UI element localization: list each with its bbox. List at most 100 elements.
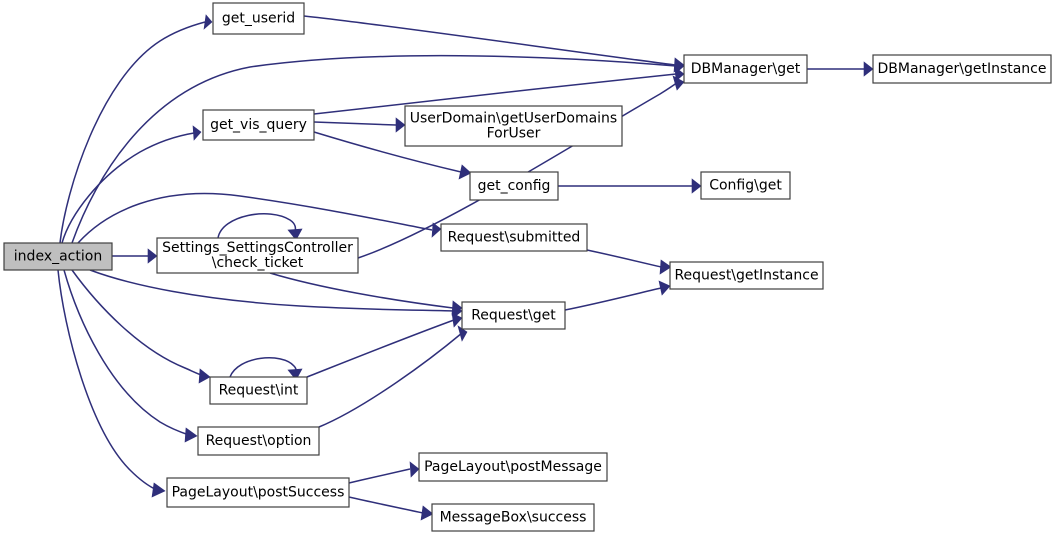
node-pagelayout_postsuccess[interactable]: PageLayout\postSuccess (166, 477, 350, 508)
call-edge-get_vis_query-to-userdomain_getuserdomainsforuser (313, 117, 406, 133)
arrowhead-icon (184, 427, 198, 443)
node-label: Request\submitted (448, 230, 581, 246)
node-box[interactable] (872, 54, 1052, 84)
edge-line (57, 269, 158, 491)
edge-line (348, 468, 411, 484)
node-box[interactable] (683, 54, 808, 84)
arrowhead-icon (659, 259, 672, 275)
edge-line (89, 269, 454, 312)
arrowhead-icon (409, 461, 420, 478)
edge-line (303, 15, 676, 66)
call-edge-index_action-to-get_userid (59, 14, 213, 244)
edge-line (269, 272, 454, 309)
node-box[interactable] (3, 242, 113, 271)
call-edge-get_userid-to-dbmanager_get (303, 15, 685, 73)
edge-line (313, 121, 397, 126)
node-label: UserDomain\getUserDomains (410, 111, 617, 127)
node-box[interactable] (431, 503, 595, 532)
edge-line (348, 496, 424, 514)
node-request_getinstance[interactable]: Request\getInstance (669, 261, 824, 290)
node-box[interactable] (440, 223, 588, 252)
node-label: \check_ticket (212, 255, 304, 271)
call-edge-pagelayout_postsuccess-to-messagebox_success (348, 496, 434, 521)
call-edge-index_action-to-request_option (63, 269, 198, 443)
node-box[interactable] (404, 105, 623, 147)
call-edge-pagelayout_postsuccess-to-pagelayout_postmessage (348, 461, 420, 484)
node-label: PageLayout\postMessage (424, 459, 602, 475)
edge-line (59, 21, 206, 244)
node-box[interactable] (418, 452, 608, 482)
call-edge-index_action-to-get_vis_query (61, 125, 202, 244)
call-edge-dbmanager_get-to-dbmanager_getinstance (807, 61, 874, 77)
node-config_get[interactable]: Config\get (700, 171, 791, 200)
node-box[interactable] (156, 237, 359, 274)
node-request_option[interactable]: Request\option (197, 426, 320, 456)
call-edge-request_get-to-request_getinstance (564, 280, 671, 311)
node-label: PageLayout\postSuccess (172, 485, 345, 501)
arrowhead-icon (458, 164, 472, 180)
call-edge-get_config-to-config_get (558, 178, 702, 194)
node-box[interactable] (212, 2, 305, 35)
node-box[interactable] (461, 301, 566, 330)
call-edge-request_option-to-request_get (318, 325, 468, 428)
node-get_config[interactable]: get_config (469, 171, 559, 201)
node-box[interactable] (166, 477, 350, 508)
arrowhead-icon (203, 14, 213, 30)
node-box[interactable] (700, 171, 791, 200)
node-pagelayout_postmessage[interactable]: PageLayout\postMessage (418, 452, 608, 482)
call-edge-index_action-to-dbmanager_get (71, 54, 685, 244)
node-get_vis_query[interactable]: get_vis_query (202, 109, 315, 141)
edge-line (306, 319, 455, 378)
node-box[interactable] (669, 261, 824, 290)
edge-line (217, 213, 297, 239)
call-edge-settings_check_ticket-to-settings_check_ticket (217, 213, 303, 241)
node-label: ForUser (487, 126, 541, 142)
node-label: get_vis_query (210, 117, 307, 133)
call-edge-get_vis_query-to-get_config (313, 131, 472, 180)
node-label: Request\get (471, 308, 556, 324)
node-messagebox_success[interactable]: MessageBox\success (431, 503, 595, 532)
node-request_int[interactable]: Request\int (209, 376, 308, 405)
call-edge-request_int-to-request_get (306, 312, 463, 378)
arrowhead-icon (431, 222, 442, 238)
node-box[interactable] (202, 109, 315, 141)
node-dbmanager_getinstance[interactable]: DBManager\getInstance (872, 54, 1052, 84)
node-dbmanager_get[interactable]: DBManager\get (683, 54, 808, 84)
arrowhead-icon (151, 482, 166, 498)
edge-line (71, 269, 205, 377)
node-label: index_action (14, 249, 102, 265)
node-index_action[interactable]: index_action (3, 242, 113, 271)
node-request_get[interactable]: Request\get (461, 301, 566, 330)
call-edge-get_vis_query-to-dbmanager_get (313, 66, 685, 115)
edge-line (564, 287, 662, 311)
arrowhead-icon (863, 61, 874, 77)
node-request_submitted[interactable]: Request\submitted (440, 223, 588, 252)
arrowhead-icon (147, 248, 158, 264)
arrowhead-icon (198, 368, 211, 384)
node-box[interactable] (209, 376, 308, 405)
call-edge-index_action-to-request_int (71, 269, 211, 384)
call-edge-index_action-to-settings_check_ticket (112, 248, 158, 264)
node-settings_check_ticket[interactable]: Settings_SettingsController\check_ticket (156, 237, 359, 274)
arrowhead-icon (451, 300, 463, 316)
arrowhead-icon (395, 117, 406, 133)
node-get_userid[interactable]: get_userid (212, 2, 305, 35)
node-label: Request\option (206, 433, 312, 449)
node-box[interactable] (469, 171, 559, 201)
node-label: get_userid (222, 11, 295, 27)
arrowhead-icon (691, 178, 702, 194)
arrowhead-icon (192, 125, 202, 141)
edges-layer (57, 14, 874, 521)
node-box[interactable] (197, 426, 320, 456)
call-edge-index_action-to-pagelayout_postsuccess (57, 269, 166, 498)
node-label: DBManager\getInstance (877, 61, 1046, 77)
call-edge-index_action-to-request_submitted (77, 192, 442, 244)
node-label: Request\getInstance (674, 268, 818, 284)
call-edge-index_action-to-request_get (89, 269, 463, 319)
arrowhead-icon (420, 505, 434, 521)
node-label: MessageBox\success (440, 510, 587, 526)
node-label: Settings_SettingsController (162, 240, 353, 256)
node-label: Request\int (219, 383, 299, 399)
